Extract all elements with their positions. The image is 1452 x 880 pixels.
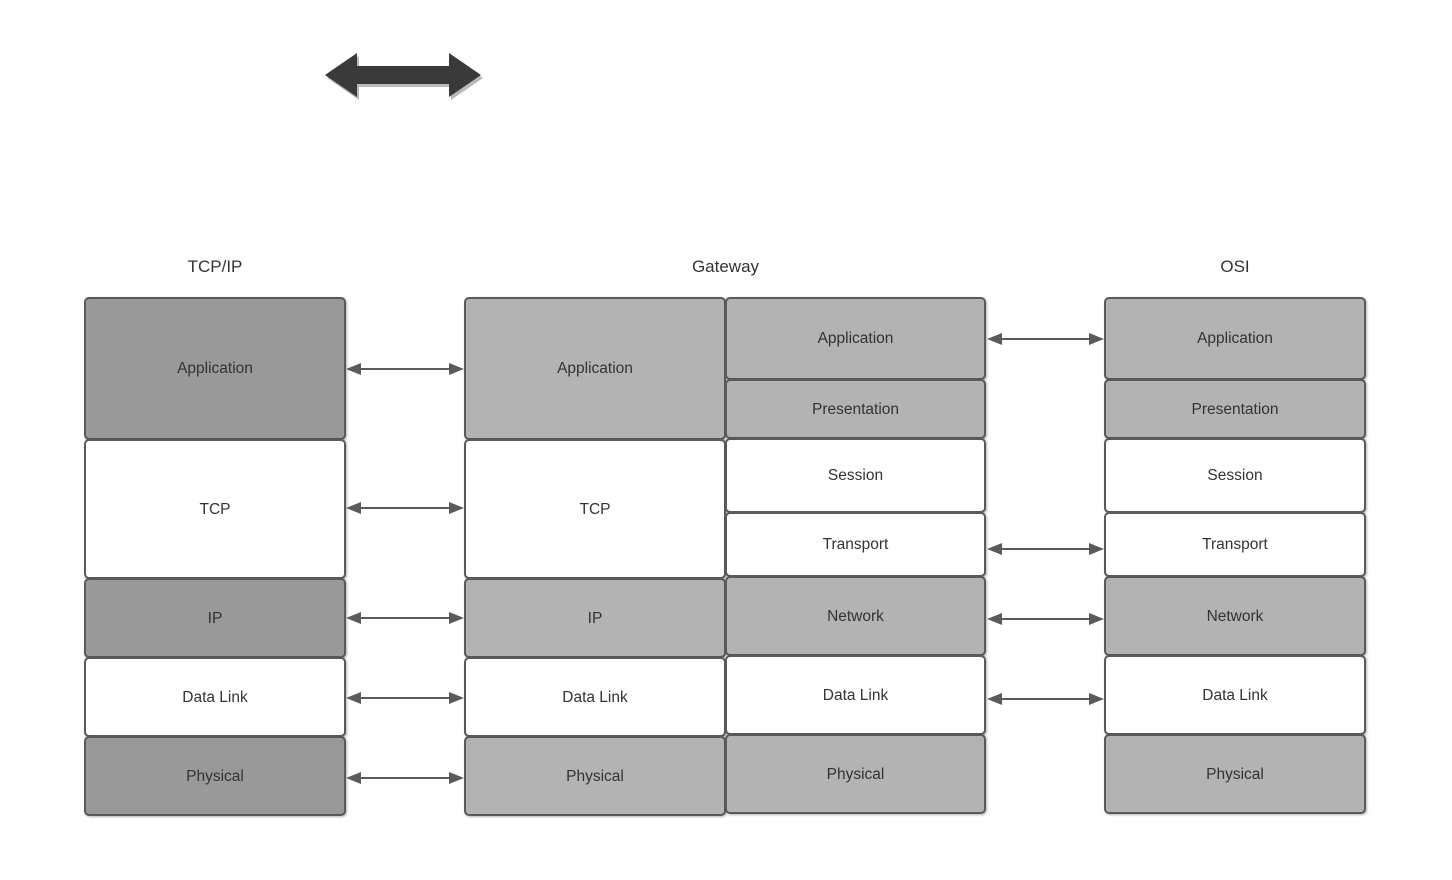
connector-physical-left [346, 770, 464, 786]
layer-label: Application [177, 360, 253, 377]
layer-label: Data Link [822, 686, 889, 704]
layer-cell-gateway-left-ip[interactable]: IP [464, 578, 726, 658]
connector-datalink-left [346, 690, 464, 706]
layer-cell-gateway-right-application[interactable]: Application [725, 297, 986, 380]
layer-label: Session [1207, 467, 1263, 484]
layer-cell-tcpip-application[interactable]: Application [84, 297, 346, 440]
layer-label: TCP [199, 500, 231, 518]
layer-label: Data Link [562, 688, 628, 706]
layer-cell-gateway-left-physical[interactable]: Physical [464, 736, 726, 816]
layer-label: Application [557, 360, 633, 377]
layer-label: Physical [826, 765, 885, 783]
connector-application-left [346, 361, 464, 377]
layer-label: Presentation [1191, 400, 1279, 418]
layer-label: Network [827, 607, 884, 625]
layer-label: Physical [1206, 765, 1264, 783]
layer-cell-tcpip-tcp[interactable]: TCP [84, 439, 346, 579]
layer-label: Presentation [811, 400, 900, 418]
layer-label: Data Link [1202, 686, 1268, 704]
layer-cell-gateway-right-physical[interactable]: Physical [725, 734, 986, 814]
layer-cell-osi-presentation[interactable]: Presentation [1104, 379, 1366, 439]
layer-label: Session [827, 467, 884, 484]
layer-label: Data Link [182, 688, 248, 706]
layer-cell-tcpip-data-link[interactable]: Data Link [84, 657, 346, 737]
connector-application-right [987, 331, 1104, 347]
layer-label: IP [587, 609, 603, 627]
layer-label: IP [207, 609, 223, 627]
column-caption-tcpip: TCP/IP [187, 257, 243, 276]
connector-datalink-right [987, 691, 1104, 707]
layer-cell-gateway-left-application[interactable]: Application [464, 297, 726, 440]
layer-label: Physical [566, 767, 624, 785]
layer-label: Application [1197, 330, 1273, 347]
connector-tcp-left [346, 500, 464, 516]
connector-ip-left [346, 610, 464, 626]
layer-cell-gateway-left-tcp[interactable]: TCP [464, 439, 726, 579]
layer-label: Transport [1202, 536, 1268, 553]
layer-cell-tcpip-ip[interactable]: IP [84, 578, 346, 658]
bidirectional-arrow-icon [325, 47, 485, 109]
layer-cell-osi-transport[interactable]: Transport [1104, 512, 1366, 577]
layer-label: Application [817, 330, 894, 347]
layer-cell-gateway-right-session[interactable]: Session [725, 438, 986, 513]
layer-cell-osi-network[interactable]: Network [1104, 576, 1366, 656]
connector-network-right [987, 611, 1104, 627]
layer-cell-osi-session[interactable]: Session [1104, 438, 1366, 513]
column-caption-osi: OSI [1220, 257, 1250, 276]
layer-label: Physical [186, 767, 244, 785]
column-caption-gateway: Gateway [691, 257, 760, 276]
layer-cell-gateway-right-network[interactable]: Network [725, 576, 986, 656]
layer-label: TCP [579, 500, 611, 518]
layer-cell-gateway-right-transport[interactable]: Transport [725, 512, 986, 577]
layer-cell-gateway-right-presentation[interactable]: Presentation [725, 379, 986, 439]
layer-cell-gateway-left-data-link[interactable]: Data Link [464, 657, 726, 737]
layer-cell-osi-application[interactable]: Application [1104, 297, 1366, 380]
layer-label: Network [1206, 607, 1264, 625]
layer-cell-osi-physical[interactable]: Physical [1104, 734, 1366, 814]
layer-cell-gateway-right-data-link[interactable]: Data Link [725, 655, 986, 735]
connector-transport-right [987, 541, 1104, 557]
layer-label: Transport [822, 536, 889, 553]
layer-cell-osi-data-link[interactable]: Data Link [1104, 655, 1366, 735]
layer-cell-tcpip-physical[interactable]: Physical [84, 736, 346, 816]
